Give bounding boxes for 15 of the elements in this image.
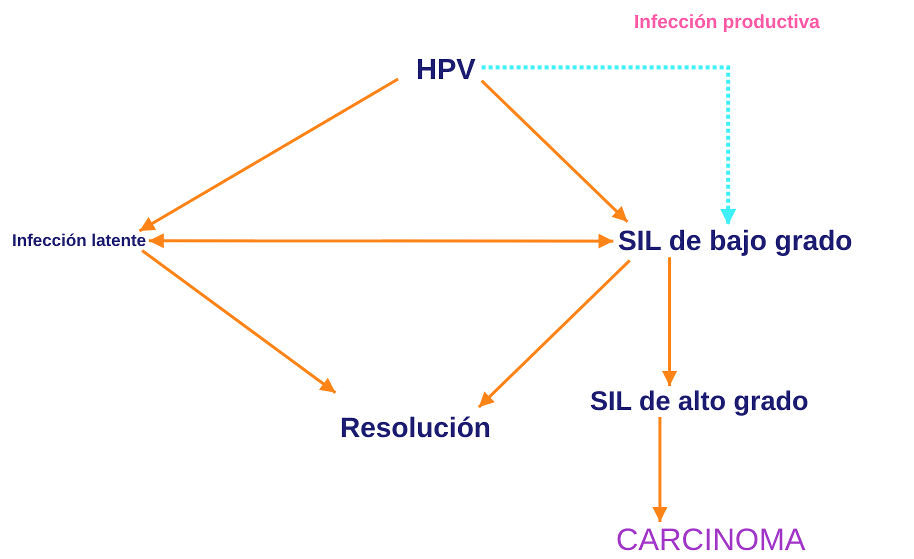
- edge-label: Infección productiva: [632, 12, 822, 34]
- arrow: [138, 78, 399, 232]
- arrow: [141, 249, 336, 394]
- node-label: SIL de alto grado: [590, 386, 809, 418]
- node-label: CARCINOMA: [616, 522, 806, 558]
- arrow: [148, 233, 614, 249]
- node-label: Infección latente: [12, 231, 146, 251]
- node-label: HPV: [416, 54, 476, 88]
- node-label: SIL de bajo grado: [618, 225, 852, 258]
- arrow: [478, 259, 631, 408]
- arrow: [662, 257, 678, 386]
- node-label: Resolución: [340, 412, 491, 444]
- arrow: [480, 80, 628, 223]
- arrow: [652, 417, 668, 522]
- dotted-arrow: [482, 65, 736, 225]
